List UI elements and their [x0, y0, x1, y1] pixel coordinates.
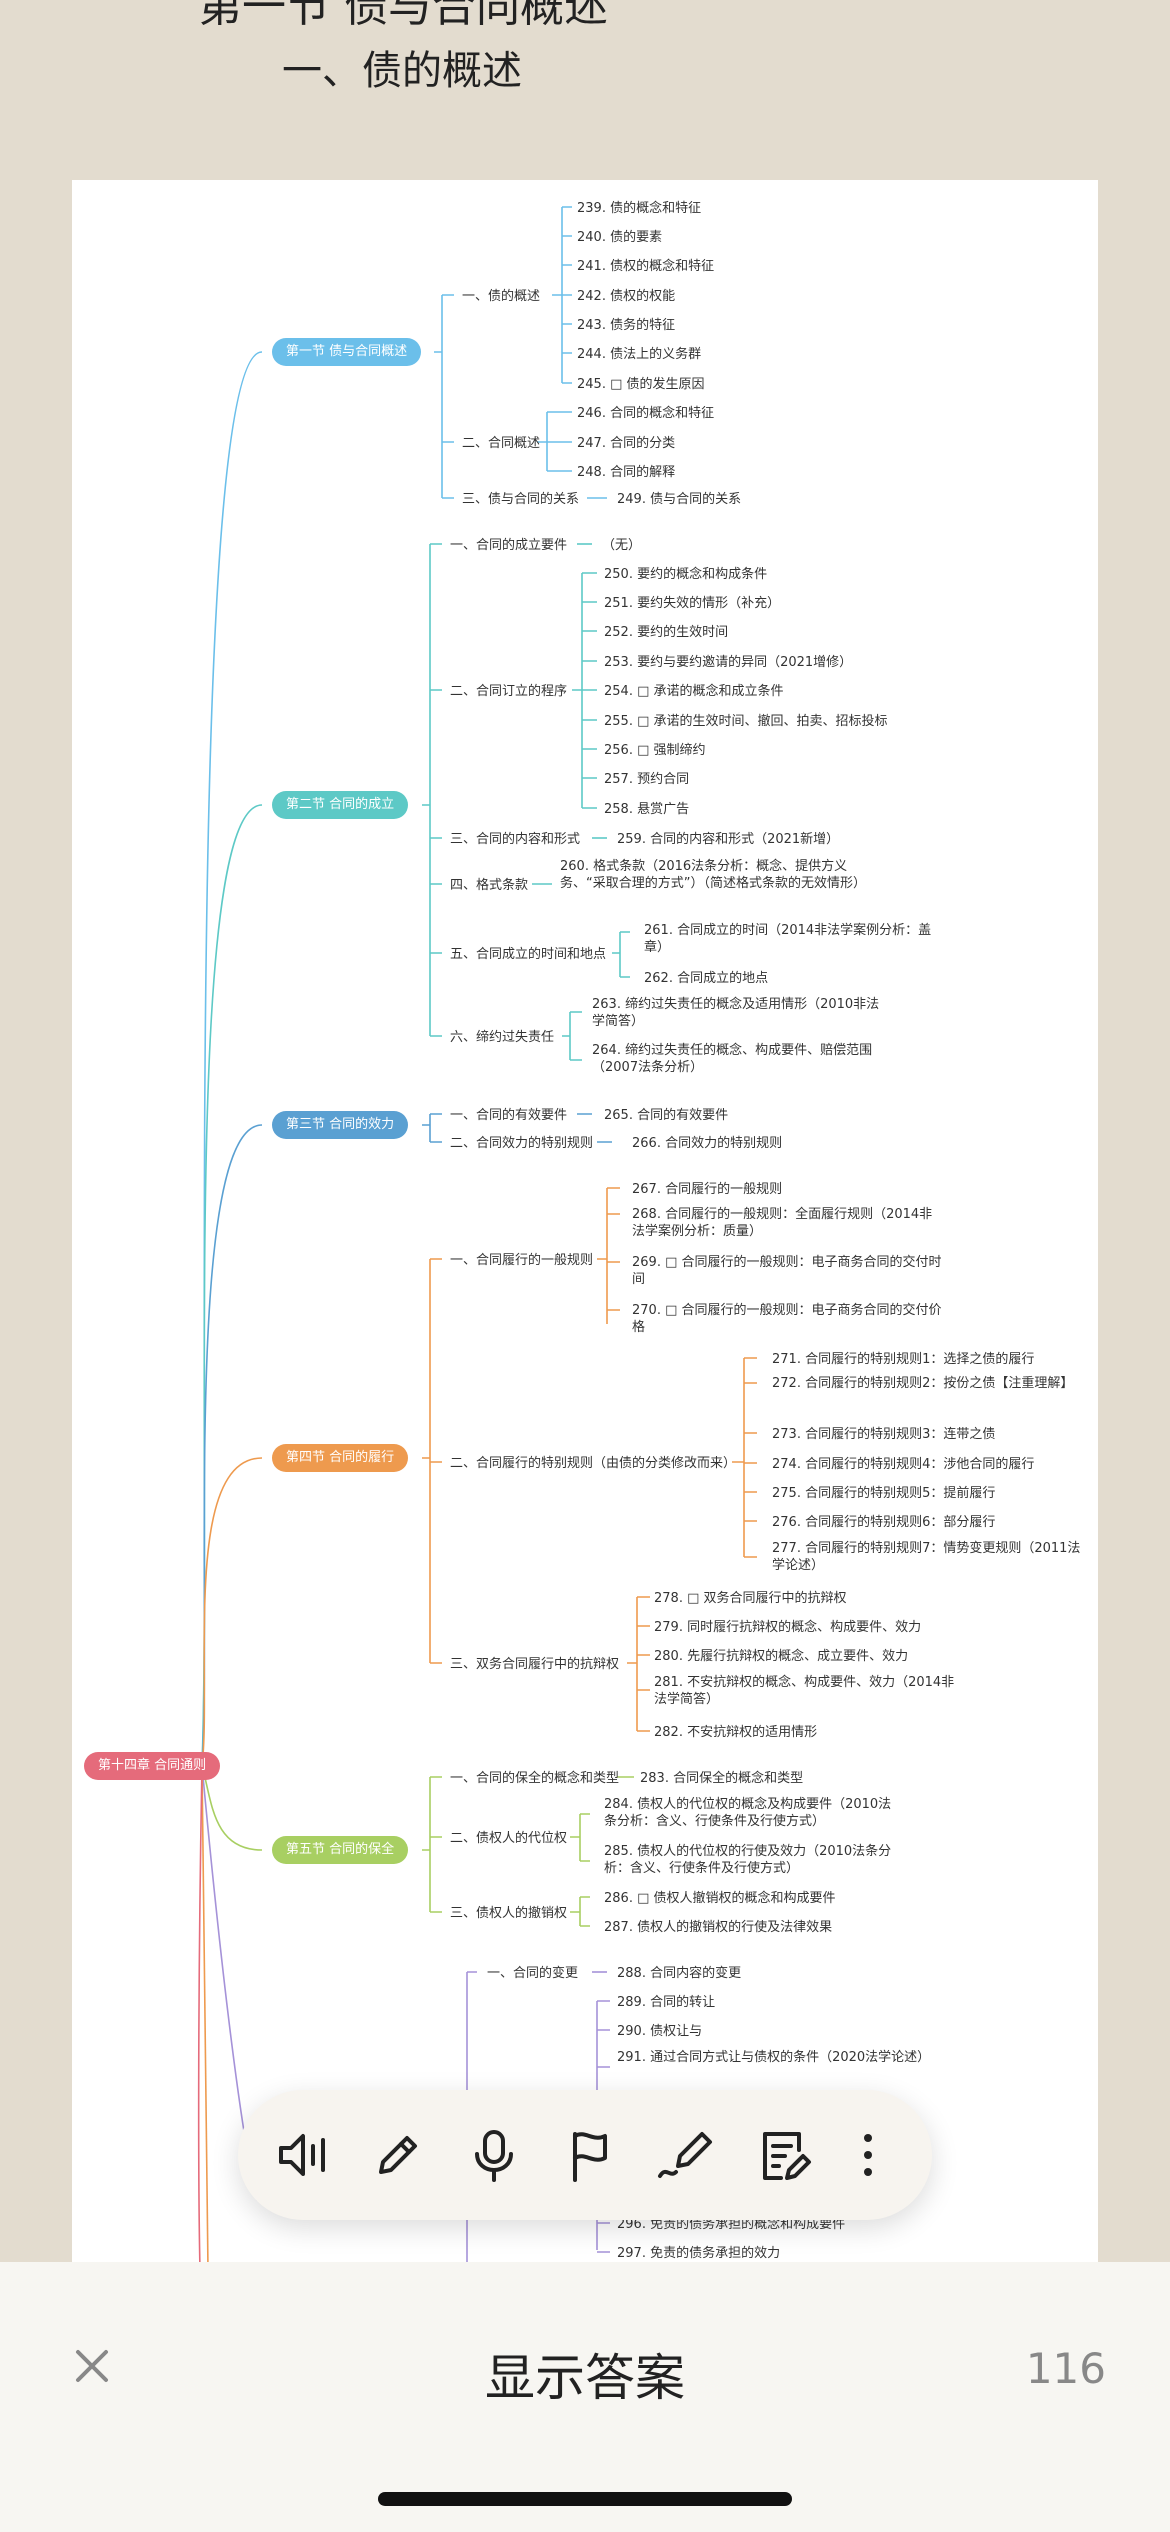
pen-icon[interactable]	[656, 2123, 720, 2187]
floating-toolbar	[238, 2090, 932, 2220]
leaf-node[interactable]: 264. 缔约过失责任的概念、构成要件、赔偿范围（2007法条分析）	[592, 1043, 873, 1075]
topic-node[interactable]: 二、债权人的代位权	[450, 1831, 568, 1846]
leaf-node[interactable]: 268. 合同履行的一般规则：全面履行规则（2014非法学案例分析：质量）	[632, 1207, 933, 1239]
page-headings: 第一节 债与合同概述 一、债的概述	[0, 0, 1170, 170]
leaf-node[interactable]: 251. 要约失效的情形（补充）	[604, 596, 781, 611]
topic-node[interactable]: 四、格式条款	[450, 878, 529, 893]
topic-node[interactable]: 三、债权人的撤销权	[450, 1906, 568, 1921]
topic-node[interactable]: 一、合同履行的一般规则	[450, 1253, 594, 1268]
leaf-node[interactable]: 282. 不安抗辩权的适用情形	[654, 1725, 818, 1740]
leaf-node[interactable]: 261. 合同成立的时间（2014非法学案例分析：盖章）	[644, 923, 932, 955]
leaf-node[interactable]: 274. 合同履行的特别规则4：涉他合同的履行	[772, 1457, 1035, 1472]
leaf-node[interactable]: 248. 合同的解释	[577, 465, 676, 480]
leaf-node[interactable]: 267. 合同履行的一般规则	[632, 1182, 783, 1197]
leaf-node[interactable]: 249. 债与合同的关系	[617, 492, 742, 507]
section-node[interactable]: 第一节 债与合同概述	[272, 338, 422, 366]
leaf-node[interactable]: 271. 合同履行的特别规则1：选择之债的履行	[772, 1352, 1035, 1367]
leaf-node[interactable]: 254. □ 承诺的概念和成立条件	[604, 684, 784, 699]
leaf-node[interactable]: 287. 债权人的撤销权的行使及法律效果	[604, 1920, 833, 1935]
topic-node[interactable]: 一、合同的有效要件	[450, 1108, 568, 1123]
leaf-node[interactable]: 256. □ 强制缔约	[604, 743, 706, 758]
topic-node[interactable]: 二、合同概述	[462, 436, 541, 451]
leaf-node[interactable]: 277. 合同履行的特别规则7：情势变更规则（2011法学论述）	[772, 1541, 1081, 1573]
leaf-node[interactable]: 284. 债权人的代位权的概念及构成要件（2010法条分析：含义、行使条件及行使…	[604, 1797, 892, 1829]
topic-node[interactable]: 二、合同效力的特别规则	[450, 1136, 594, 1151]
mindmap-card[interactable]: 第十四章 合同通则 第一节 债与合同概述 第二节 合同的成立 第三节 合同的效力…	[72, 180, 1098, 2270]
leaf-node[interactable]: 258. 悬赏广告	[604, 802, 690, 817]
section-heading: 第一节 债与合同概述	[198, 0, 608, 32]
leaf-node[interactable]: 278. □ 双务合同履行中的抗辩权	[654, 1591, 847, 1606]
topic-node[interactable]: 五、合同成立的时间和地点	[450, 947, 607, 962]
leaf-node[interactable]: 272. 合同履行的特别规则2：按份之债【注重理解】	[772, 1376, 1074, 1391]
leaf-node[interactable]: 240. 债的要素	[577, 230, 663, 245]
show-answer-button[interactable]: 显示答案	[485, 2349, 685, 2407]
topic-node[interactable]: 三、双务合同履行中的抗辩权	[450, 1657, 620, 1672]
leaf-node[interactable]: 262. 合同成立的地点	[644, 971, 769, 986]
leaf-node[interactable]: 242. 债权的权能	[577, 289, 676, 304]
leaf-node[interactable]: 280. 先履行抗辩权的概念、成立要件、效力	[654, 1649, 909, 1664]
section-node[interactable]: 第四节 合同的履行	[272, 1444, 409, 1472]
remaining-count: 116	[1025, 2344, 1106, 2393]
topic-node[interactable]: 一、合同的变更	[487, 1966, 579, 1981]
subsection-heading: 一、债的概述	[282, 48, 522, 94]
home-indicator[interactable]	[378, 2492, 792, 2506]
topic-node[interactable]: 二、合同订立的程序	[450, 684, 568, 699]
section-node[interactable]: 第二节 合同的成立	[272, 791, 409, 819]
section-node[interactable]: 第五节 合同的保全	[272, 1836, 409, 1864]
leaf-node[interactable]: 275. 合同履行的特别规则5：提前履行	[772, 1486, 996, 1501]
leaf-node[interactable]: 260. 格式条款（2016法条分析：概念、提供方义务、“采取合理的方式”）（简…	[560, 859, 866, 891]
leaf-node[interactable]: 283. 合同保全的概念和类型	[640, 1771, 804, 1786]
leaf-node[interactable]: 255. □ 承诺的生效时间、撤回、拍卖、招标投标	[604, 714, 888, 729]
more-icon[interactable]	[836, 2123, 900, 2187]
mindmap-connectors	[197, 206, 757, 2270]
topic-node[interactable]: 三、债与合同的关系	[462, 492, 580, 507]
topic-node[interactable]: 一、债的概述	[462, 289, 541, 304]
leaf-node[interactable]: 241. 债权的概念和特征	[577, 259, 715, 274]
leaf-node[interactable]: 269. □ 合同履行的一般规则：电子商务合同的交付时间	[632, 1255, 942, 1287]
leaf-node[interactable]: 279. 同时履行抗辩权的概念、构成要件、效力	[654, 1620, 922, 1635]
leaf-node[interactable]: 252. 要约的生效时间	[604, 625, 729, 640]
leaf-node[interactable]: 288. 合同内容的变更	[617, 1966, 742, 1981]
flag-icon[interactable]	[558, 2123, 622, 2187]
leaf-node[interactable]: 285. 债权人的代位权的行使及效力（2010法条分析：含义、行使条件及行使方式…	[604, 1844, 892, 1876]
leaf-node[interactable]: （无）	[602, 538, 642, 553]
leaf-node[interactable]: 296. 免责的债务承担的概念和构成要件	[617, 2217, 846, 2232]
leaf-node[interactable]: 286. □ 债权人撤销权的概念和构成要件	[604, 1891, 836, 1906]
leaf-node[interactable]: 246. 合同的概念和特征	[577, 406, 715, 421]
leaf-node[interactable]: 291. 通过合同方式让与债权的条件（2020法学论述）	[617, 2050, 931, 2065]
edit-note-icon[interactable]	[752, 2123, 816, 2187]
leaf-node[interactable]: 244. 债法上的义务群	[577, 347, 702, 362]
leaf-node[interactable]: 247. 合同的分类	[577, 436, 676, 451]
leaf-node[interactable]: 270. □ 合同履行的一般规则：电子商务合同的交付价格	[632, 1303, 942, 1335]
leaf-node[interactable]: 263. 缔约过失责任的概念及适用情形（2010非法学简答）	[592, 997, 880, 1029]
speaker-icon[interactable]	[270, 2123, 334, 2187]
leaf-node[interactable]: 259. 合同的内容和形式（2021新增）	[617, 832, 840, 847]
leaf-node[interactable]: 289. 合同的转让	[617, 1995, 716, 2010]
leaf-node[interactable]: 281. 不安抗辩权的概念、构成要件、效力（2014非法学简答）	[654, 1675, 955, 1707]
leaf-node[interactable]: 273. 合同履行的特别规则3：连带之债	[772, 1427, 996, 1442]
leaf-node[interactable]: 297. 免责的债务承担的效力	[617, 2246, 781, 2261]
leaf-node[interactable]: 239. 债的概念和特征	[577, 201, 702, 216]
leaf-node[interactable]: 266. 合同效力的特别规则	[632, 1136, 783, 1151]
topic-node[interactable]: 一、合同的成立要件	[450, 538, 568, 553]
leaf-node[interactable]: 245. □ 债的发生原因	[577, 377, 705, 392]
leaf-node[interactable]: 265. 合同的有效要件	[604, 1108, 729, 1123]
leaf-node[interactable]: 250. 要约的概念和构成条件	[604, 567, 768, 582]
topic-node[interactable]: 一、合同的保全的概念和类型	[450, 1771, 620, 1786]
leaf-node[interactable]: 276. 合同履行的特别规则6：部分履行	[772, 1515, 996, 1530]
topic-node[interactable]: 六、缔约过失责任	[450, 1030, 555, 1045]
leaf-node[interactable]: 243. 债务的特征	[577, 318, 676, 333]
topic-node[interactable]: 二、合同履行的特别规则（由债的分类修改而来）	[450, 1456, 737, 1471]
leaf-node[interactable]: 290. 债权让与	[617, 2024, 703, 2039]
section-node[interactable]: 第三节 合同的效力	[272, 1111, 409, 1139]
answer-bar: 显示答案 116	[0, 2262, 1170, 2532]
pencil-icon[interactable]	[366, 2123, 430, 2187]
mindmap-root-node[interactable]: 第十四章 合同通则	[84, 1752, 221, 1780]
microphone-icon[interactable]	[462, 2123, 526, 2187]
leaf-node[interactable]: 257. 预约合同	[604, 772, 690, 787]
leaf-node[interactable]: 253. 要约与要约邀请的异同（2021增修）	[604, 655, 853, 670]
topic-node[interactable]: 三、合同的内容和形式	[450, 832, 581, 847]
close-icon[interactable]	[64, 2338, 120, 2394]
